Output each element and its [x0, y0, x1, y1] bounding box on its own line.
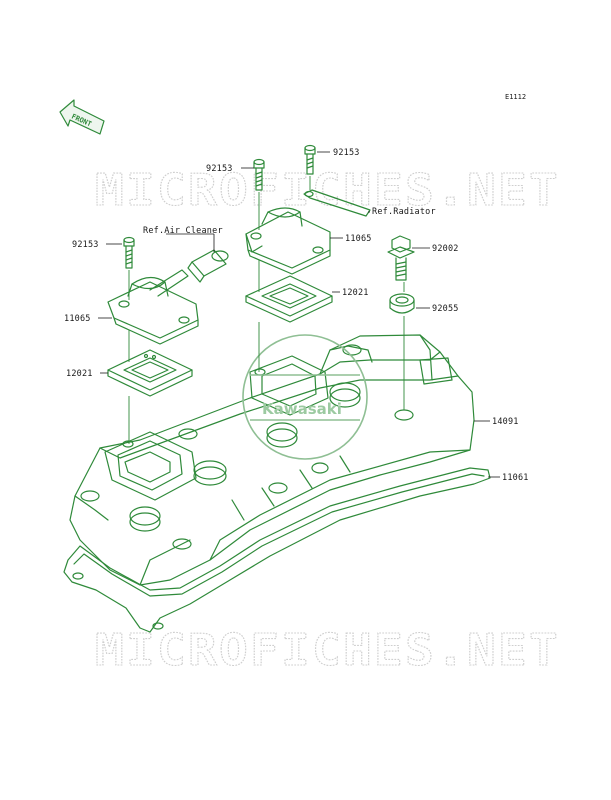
callout-ref-air-cleaner: Ref.Air Cleaner	[143, 226, 223, 236]
callout-bolt-92002: 92002	[432, 244, 459, 254]
leader-lines	[98, 151, 500, 478]
kawasaki-seal: Kawasaki	[242, 334, 368, 460]
reed-valve-cover-left	[107, 269, 199, 345]
front-arrow-icon: FRONT	[59, 99, 105, 135]
bolt-92153-right-icon	[304, 144, 316, 175]
watermark-bottom: MICROFICHES.NET	[95, 625, 560, 676]
callout-head-cover: 14091	[492, 417, 519, 427]
reed-valve-cover-right	[245, 207, 331, 275]
callout-gasket: 11061	[502, 473, 529, 483]
bolt-92002-icon	[387, 235, 415, 281]
bolt-92153-left-icon	[123, 236, 135, 269]
callout-reed-left: 12021	[66, 369, 93, 379]
callout-ref-radiator: Ref.Radiator	[372, 207, 436, 217]
callout-cover-left: 11065	[64, 314, 91, 324]
callout-bolt-top-mid: 92153	[206, 164, 233, 174]
bolt-92153-mid-icon	[253, 158, 265, 191]
callout-cover-right: 11065	[345, 234, 372, 244]
svg-text:Kawasaki: Kawasaki	[262, 400, 342, 418]
callout-reed-right: 12021	[342, 288, 369, 298]
callout-bolt-left: 92153	[72, 240, 99, 250]
callout-grommet: 92055	[432, 304, 459, 314]
callout-bolt-top-right: 92153	[333, 148, 360, 158]
reed-valve-right	[245, 275, 333, 323]
watermark-top: MICROFICHES.NET	[95, 165, 560, 216]
diagram-code: E1112	[505, 93, 526, 101]
radiator-bracket	[303, 189, 371, 217]
reed-valve-left	[107, 349, 193, 397]
head-cover-gasket	[63, 467, 491, 633]
cylinder-head-cover	[69, 334, 475, 586]
air-cleaner-tube	[187, 249, 229, 283]
grommet-92055-icon	[389, 293, 415, 314]
